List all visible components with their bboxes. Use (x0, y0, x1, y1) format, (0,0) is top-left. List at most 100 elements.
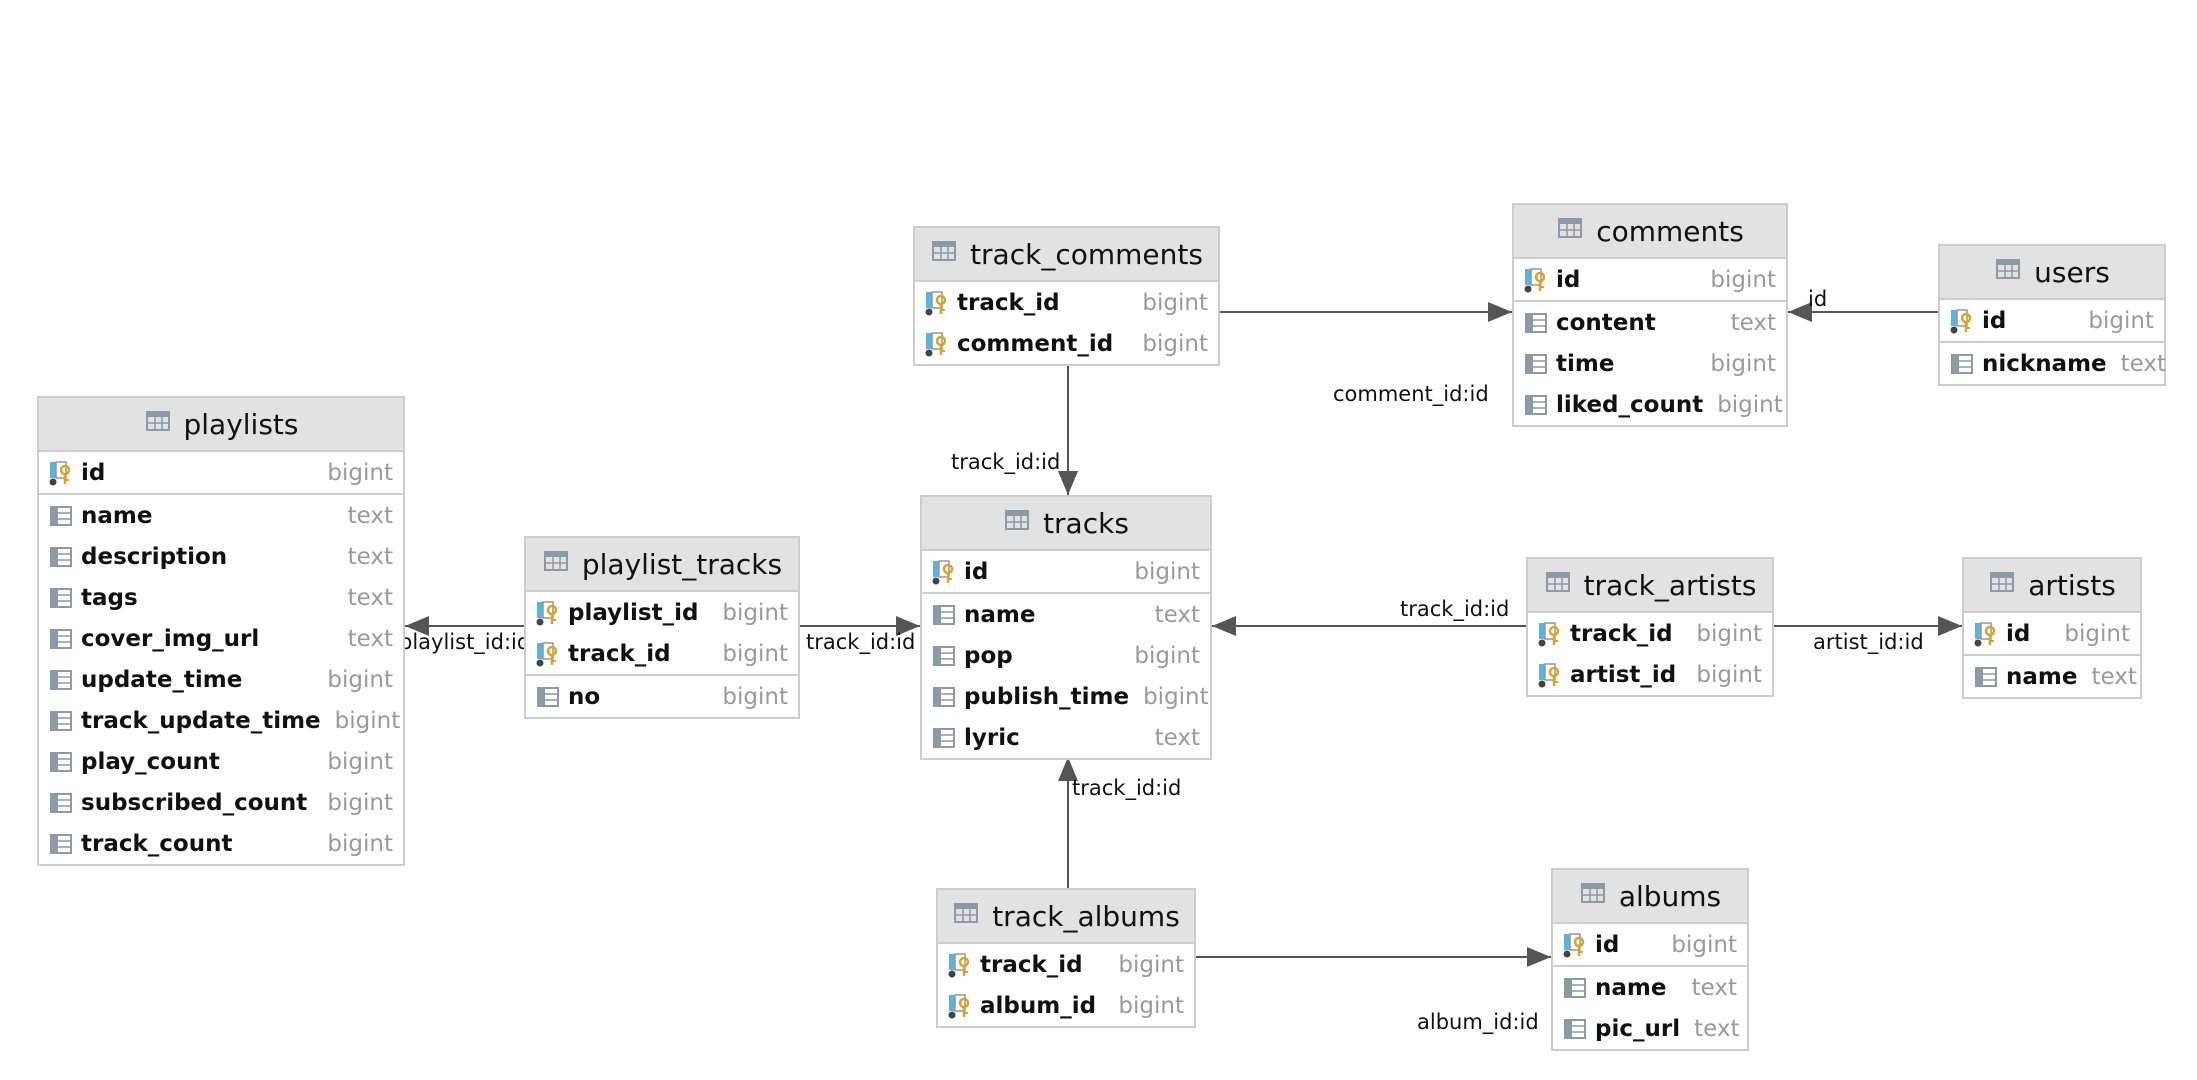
table-header[interactable]: track_albums (938, 890, 1194, 944)
edge-arrowhead (1527, 947, 1551, 967)
column-name: name (1595, 974, 1667, 1001)
column-icon (534, 683, 562, 711)
column-row[interactable]: track_id bigint (938, 944, 1194, 985)
table-name: track_comments (970, 237, 1203, 271)
table-icon (542, 547, 570, 582)
column-name: lyric (964, 724, 1020, 751)
column-type: bigint (327, 748, 393, 775)
table-header[interactable]: track_artists (1528, 559, 1772, 613)
column-type: bigint (1134, 558, 1200, 585)
column-icon (930, 683, 958, 711)
column-name: track_id (980, 951, 1083, 978)
column-icon (1561, 1015, 1589, 1043)
table-icon (1579, 879, 1607, 914)
edge-arrowhead (1058, 757, 1078, 781)
column-icon (1522, 391, 1550, 419)
table-header[interactable]: playlist_tracks (526, 538, 798, 592)
table-header[interactable]: albums (1553, 870, 1747, 924)
primary-key-icon (1522, 266, 1550, 294)
key-column-icon (923, 330, 951, 358)
table-name: artists (2028, 568, 2116, 602)
column-name: id (1982, 307, 2007, 334)
column-name: pop (964, 642, 1013, 669)
table-header[interactable]: playlists (39, 398, 403, 452)
table-icon (1003, 506, 1031, 541)
column-type: bigint (1118, 951, 1184, 978)
column-icon (47, 584, 75, 612)
table-header[interactable]: track_comments (915, 228, 1218, 282)
table-name: playlists (183, 407, 299, 441)
column-icon (47, 543, 75, 571)
column-icon (47, 789, 75, 817)
key-column-icon (946, 992, 974, 1020)
edge-arrowhead (1058, 471, 1078, 495)
table-header[interactable]: users (1940, 246, 2164, 300)
key-column-icon (1536, 661, 1564, 689)
edge-label: artist_id:id (1813, 630, 1924, 654)
edge-arrowhead (1788, 302, 1812, 322)
column-icon (930, 601, 958, 629)
primary-key-icon (47, 459, 75, 487)
column-type: bigint (722, 683, 788, 710)
column-icon (47, 707, 75, 735)
column-icon (1948, 350, 1976, 378)
table-icon (1556, 214, 1584, 249)
column-name: name (2006, 663, 2078, 690)
column-name: content (1556, 309, 1656, 336)
column-icon (1972, 663, 2000, 691)
table-name: tracks (1043, 506, 1129, 540)
key-column-icon (1536, 620, 1564, 648)
edge-label: track_id:id (951, 450, 1061, 474)
table-header[interactable]: tracks (922, 497, 1210, 551)
table-header[interactable]: artists (1964, 559, 2140, 613)
column-name: nickname (1982, 350, 2107, 377)
table-header[interactable]: comments (1514, 205, 1786, 259)
column-name: id (1595, 931, 1620, 958)
